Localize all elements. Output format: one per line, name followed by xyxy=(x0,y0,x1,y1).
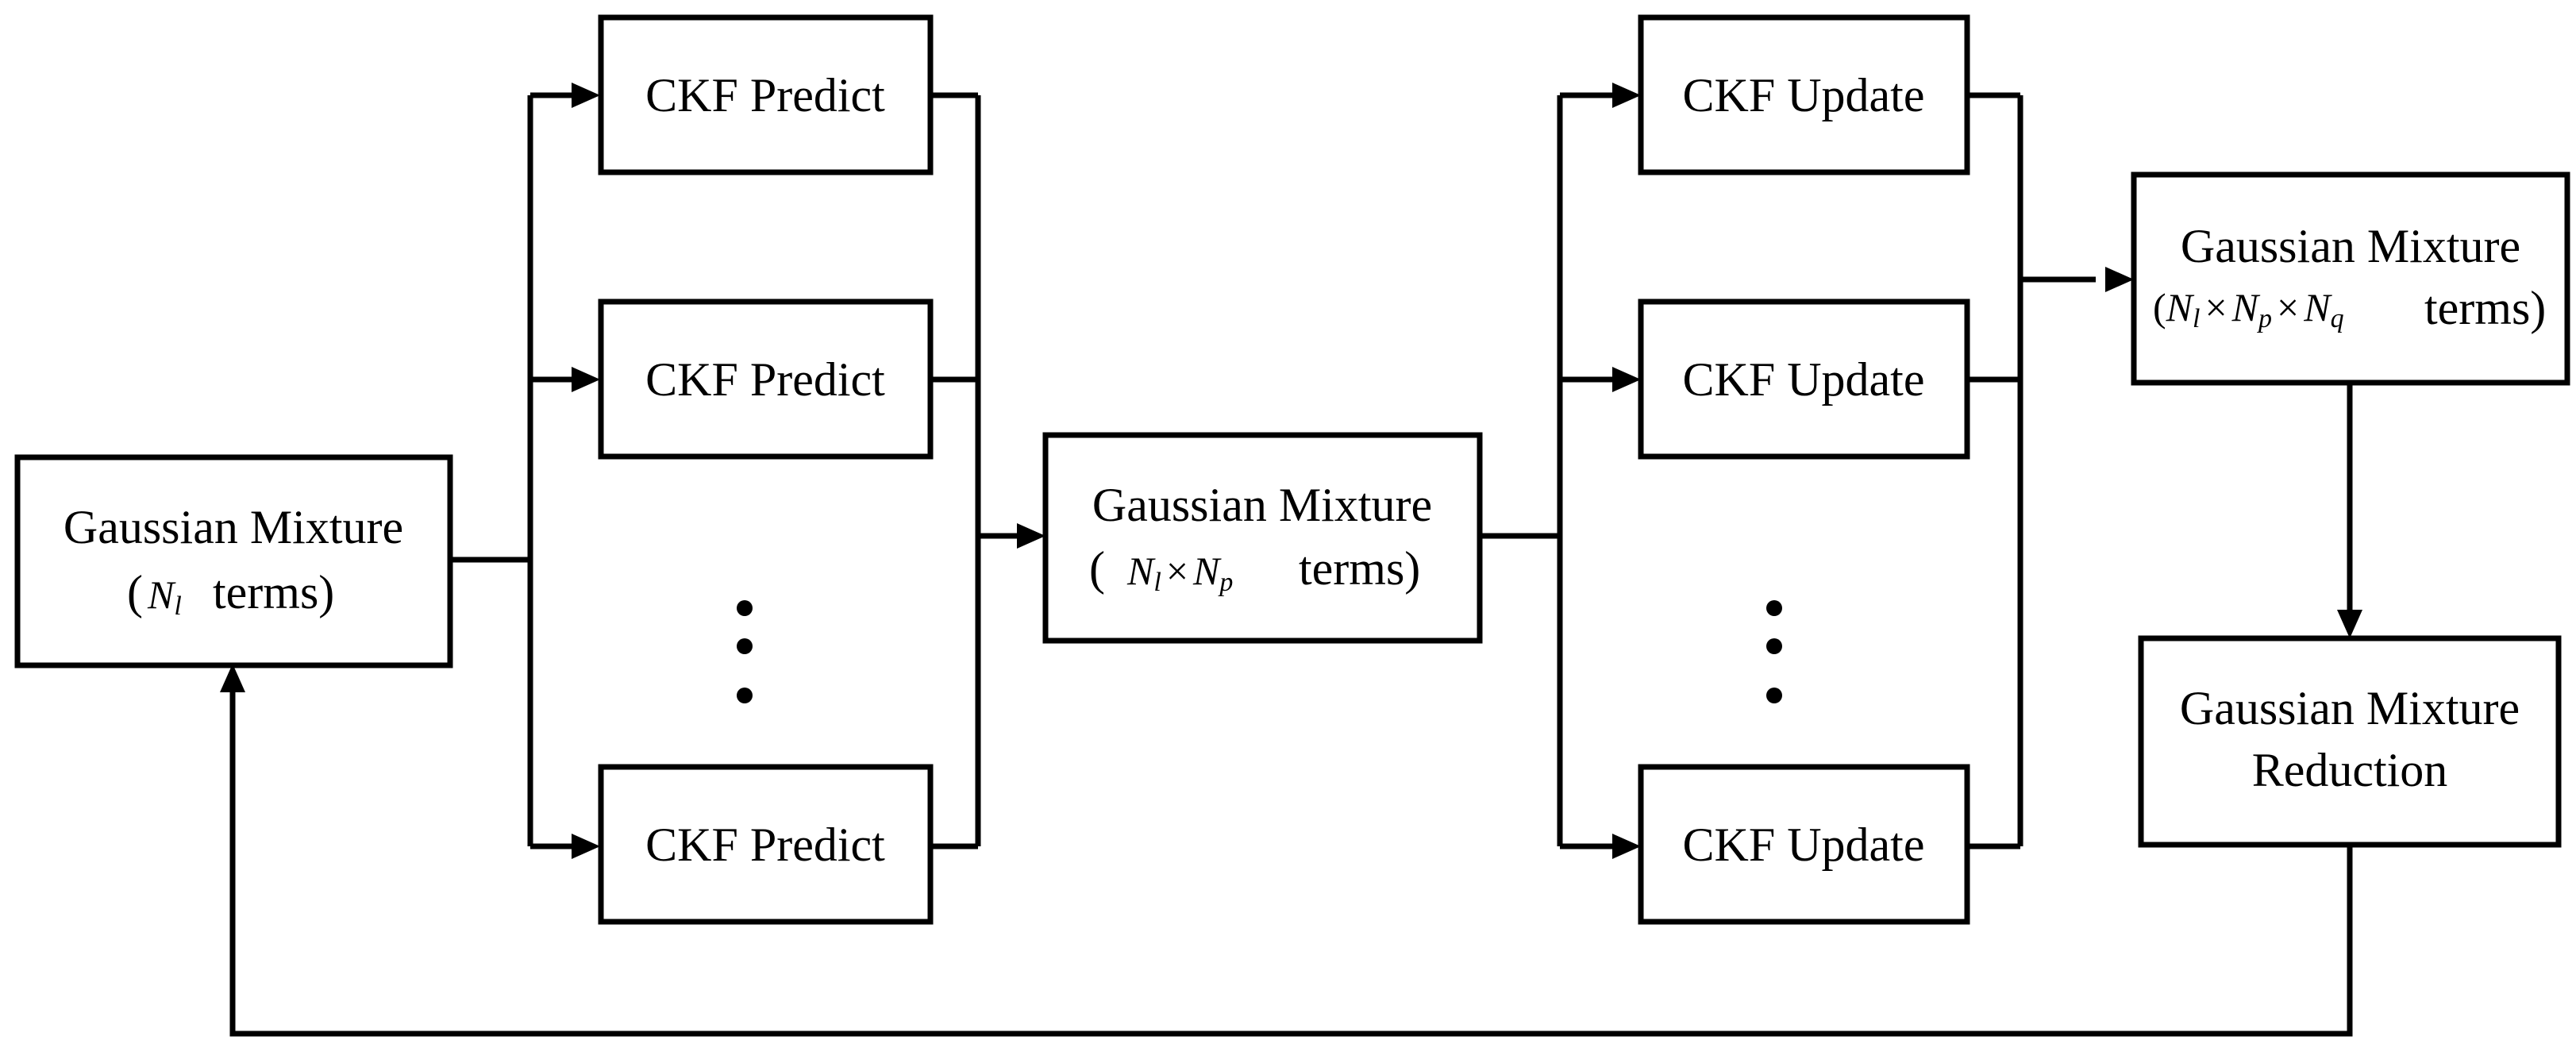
arrowhead-predict-1 xyxy=(572,83,600,108)
node-gm-updated-line1: Gaussian Mixture xyxy=(2181,220,2520,272)
node-gm-input-close: terms) xyxy=(213,566,334,618)
ellipsis-dot xyxy=(1766,600,1782,616)
node-predict-2-label: CKF Predict xyxy=(645,353,885,406)
predict-ellipsis xyxy=(737,600,753,703)
arrowhead-reduction xyxy=(2337,610,2362,638)
node-predict-3: CKF Predict xyxy=(598,764,934,925)
arrowhead-update-2 xyxy=(1612,367,1641,392)
update-ellipsis xyxy=(1766,600,1782,703)
node-update-1: CKF Update xyxy=(1638,14,1970,175)
node-gm-updated: Gaussian Mixture (Nl×Np×Nq terms) xyxy=(2131,171,2570,386)
node-update-2: CKF Update xyxy=(1638,299,1970,460)
node-gm-predicted: Gaussian Mixture ( Nl×Np terms) xyxy=(1042,432,1483,644)
arrowhead-predict-2 xyxy=(572,367,600,392)
arrowhead-gm-predicted xyxy=(1017,523,1045,549)
node-gm-reduction-line2: Reduction xyxy=(2252,744,2448,796)
ellipsis-dot xyxy=(1766,638,1782,654)
feedback-loop xyxy=(229,691,2353,1037)
node-predict-1: CKF Predict xyxy=(598,14,934,175)
arrowhead-gm-updated xyxy=(2105,267,2134,292)
node-gm-reduction-line1: Gaussian Mixture xyxy=(2180,682,2520,734)
node-gm-predicted-open: ( xyxy=(1089,542,1105,595)
node-predict-1-label: CKF Predict xyxy=(645,69,885,121)
arrowheads xyxy=(220,83,2362,859)
connectors xyxy=(229,92,2353,1037)
node-predict-3-label: CKF Predict xyxy=(645,819,885,871)
node-predict-2: CKF Predict xyxy=(598,299,934,460)
node-gm-predicted-math: Nl×Np xyxy=(1126,549,1233,597)
ellipsis-dot xyxy=(737,688,753,703)
ellipsis-dot xyxy=(1766,688,1782,703)
arrowhead-predict-3 xyxy=(572,834,600,859)
node-gm-input-open: ( xyxy=(127,566,143,618)
arrowhead-update-1 xyxy=(1612,83,1641,108)
node-gm-input-line1: Gaussian Mixture xyxy=(64,501,403,553)
arrowhead-feedback xyxy=(220,664,245,692)
node-gm-reduction: Gaussian Mixture Reduction xyxy=(2138,635,2562,848)
arrowhead-update-3 xyxy=(1612,834,1641,859)
node-update-1-label: CKF Update xyxy=(1683,69,1925,121)
node-gm-input: Gaussian Mixture ( Nl terms) xyxy=(14,454,453,668)
node-update-2-label: CKF Update xyxy=(1683,353,1925,406)
ellipsis-dot xyxy=(737,600,753,616)
node-gm-updated-close: terms) xyxy=(2424,282,2546,334)
node-gm-predicted-close: terms) xyxy=(1299,542,1420,595)
node-gm-updated-math: (Nl×Np×Nq xyxy=(2153,285,2344,333)
node-gm-predicted-line1: Gaussian Mixture xyxy=(1092,479,1432,531)
node-gm-input-math: Nl xyxy=(147,572,182,621)
node-update-3: CKF Update xyxy=(1638,764,1970,925)
node-update-3-label: CKF Update xyxy=(1683,819,1925,871)
ellipsis-dot xyxy=(737,638,753,654)
